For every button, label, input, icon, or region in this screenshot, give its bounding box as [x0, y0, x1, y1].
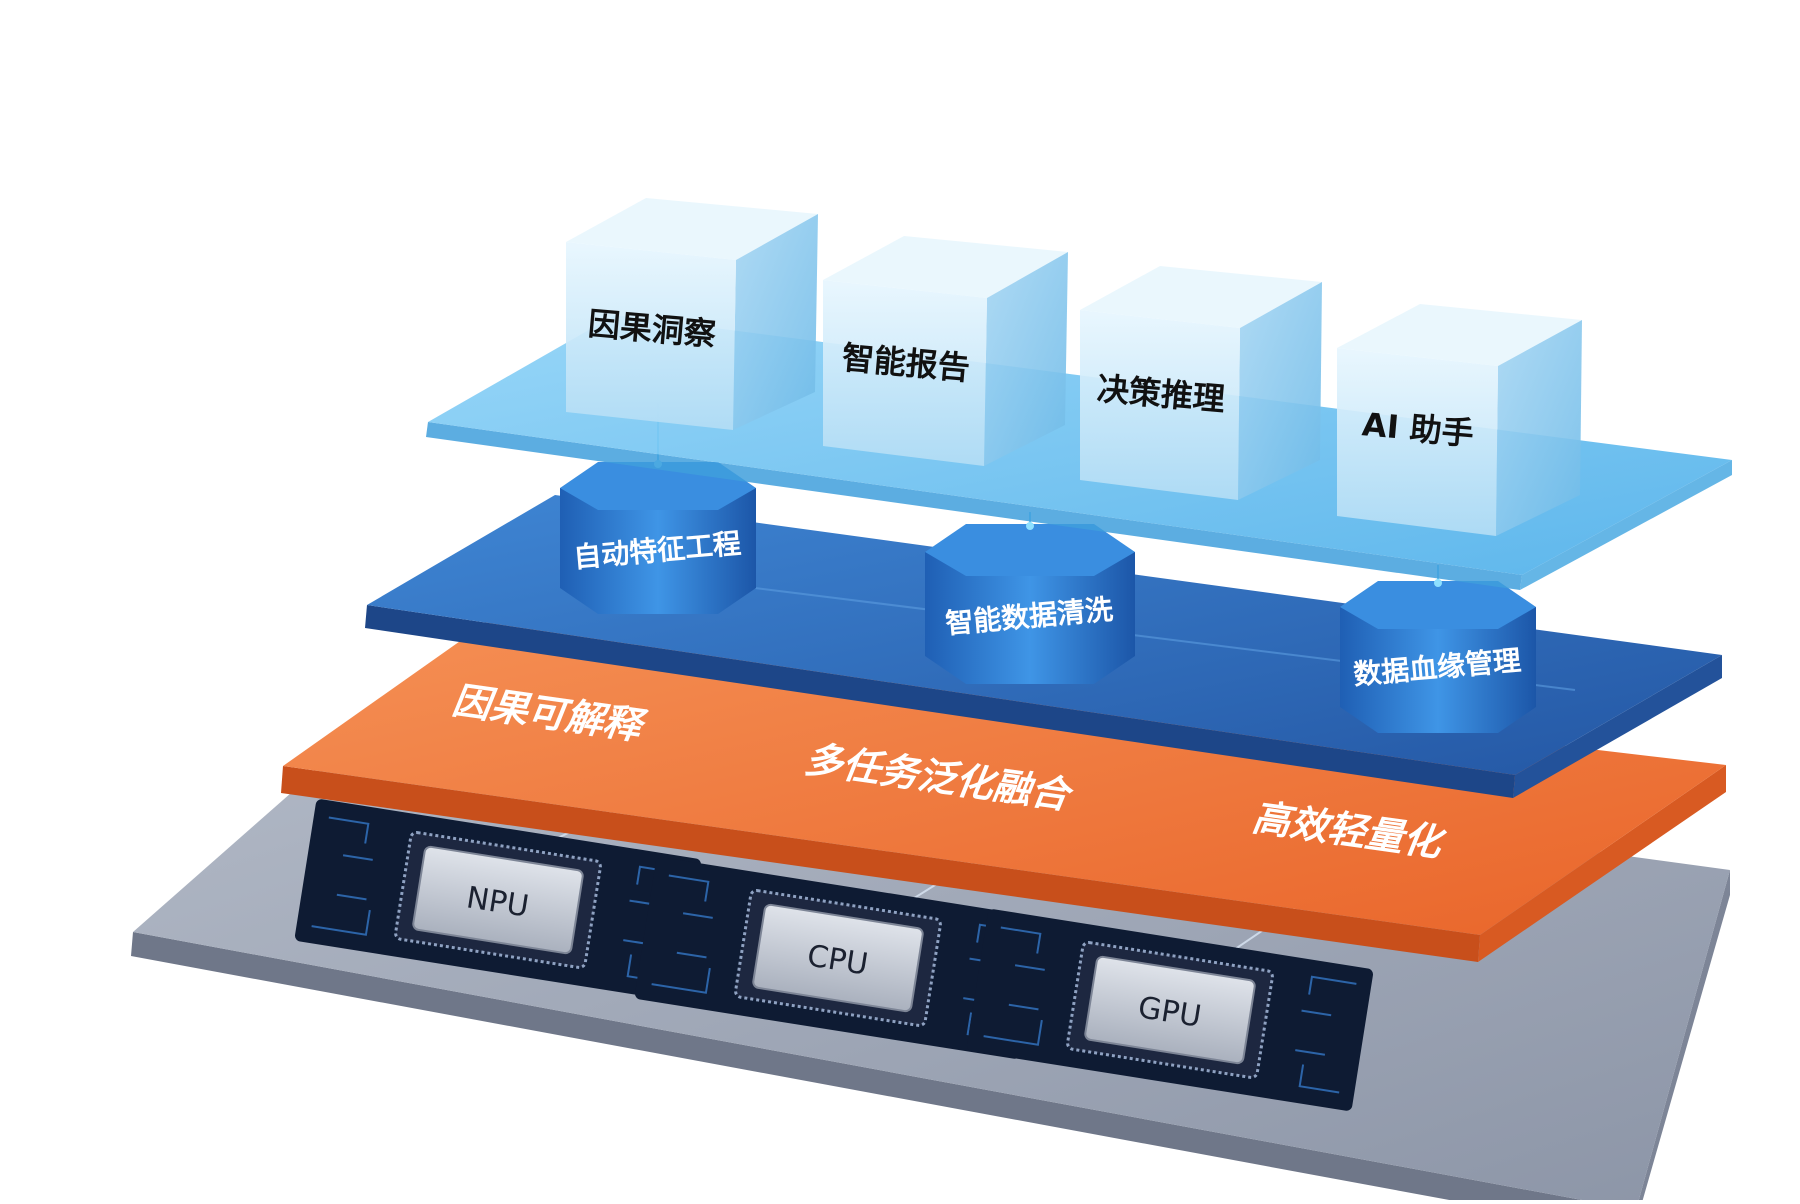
cube-smart-report: 智能报告 — [823, 236, 1068, 466]
chip-group: NPU CPU GPU — [295, 799, 1373, 1111]
cube-decision-reasoning: 决策推理 — [1080, 266, 1322, 500]
cylinder-data-lineage: 数据血缘管理 — [1340, 565, 1536, 733]
cube-causal-insight: 因果洞察 — [566, 198, 818, 430]
cylinder-feature-engineering: 自动特征工程 — [560, 403, 756, 614]
chip-gpu: GPU — [967, 909, 1373, 1111]
cylinder-group: 自动特征工程 智能数据清洗 数据血缘管理 — [560, 403, 1536, 733]
cube-ai-assistant: AI 助手 — [1337, 304, 1582, 536]
fusion-layer: 因果可解释 多任务泛化融合 高效轻量化 — [281, 620, 1726, 962]
cube-group: 因果洞察 智能报告 决策推理 AI 助手 — [566, 198, 1582, 536]
cylinder-data-cleaning: 智能数据清洗 — [925, 512, 1135, 684]
fusion-layer-top — [283, 620, 1726, 935]
chip-cpu: CPU — [635, 857, 1041, 1059]
chip-npu: NPU — [295, 799, 701, 1001]
